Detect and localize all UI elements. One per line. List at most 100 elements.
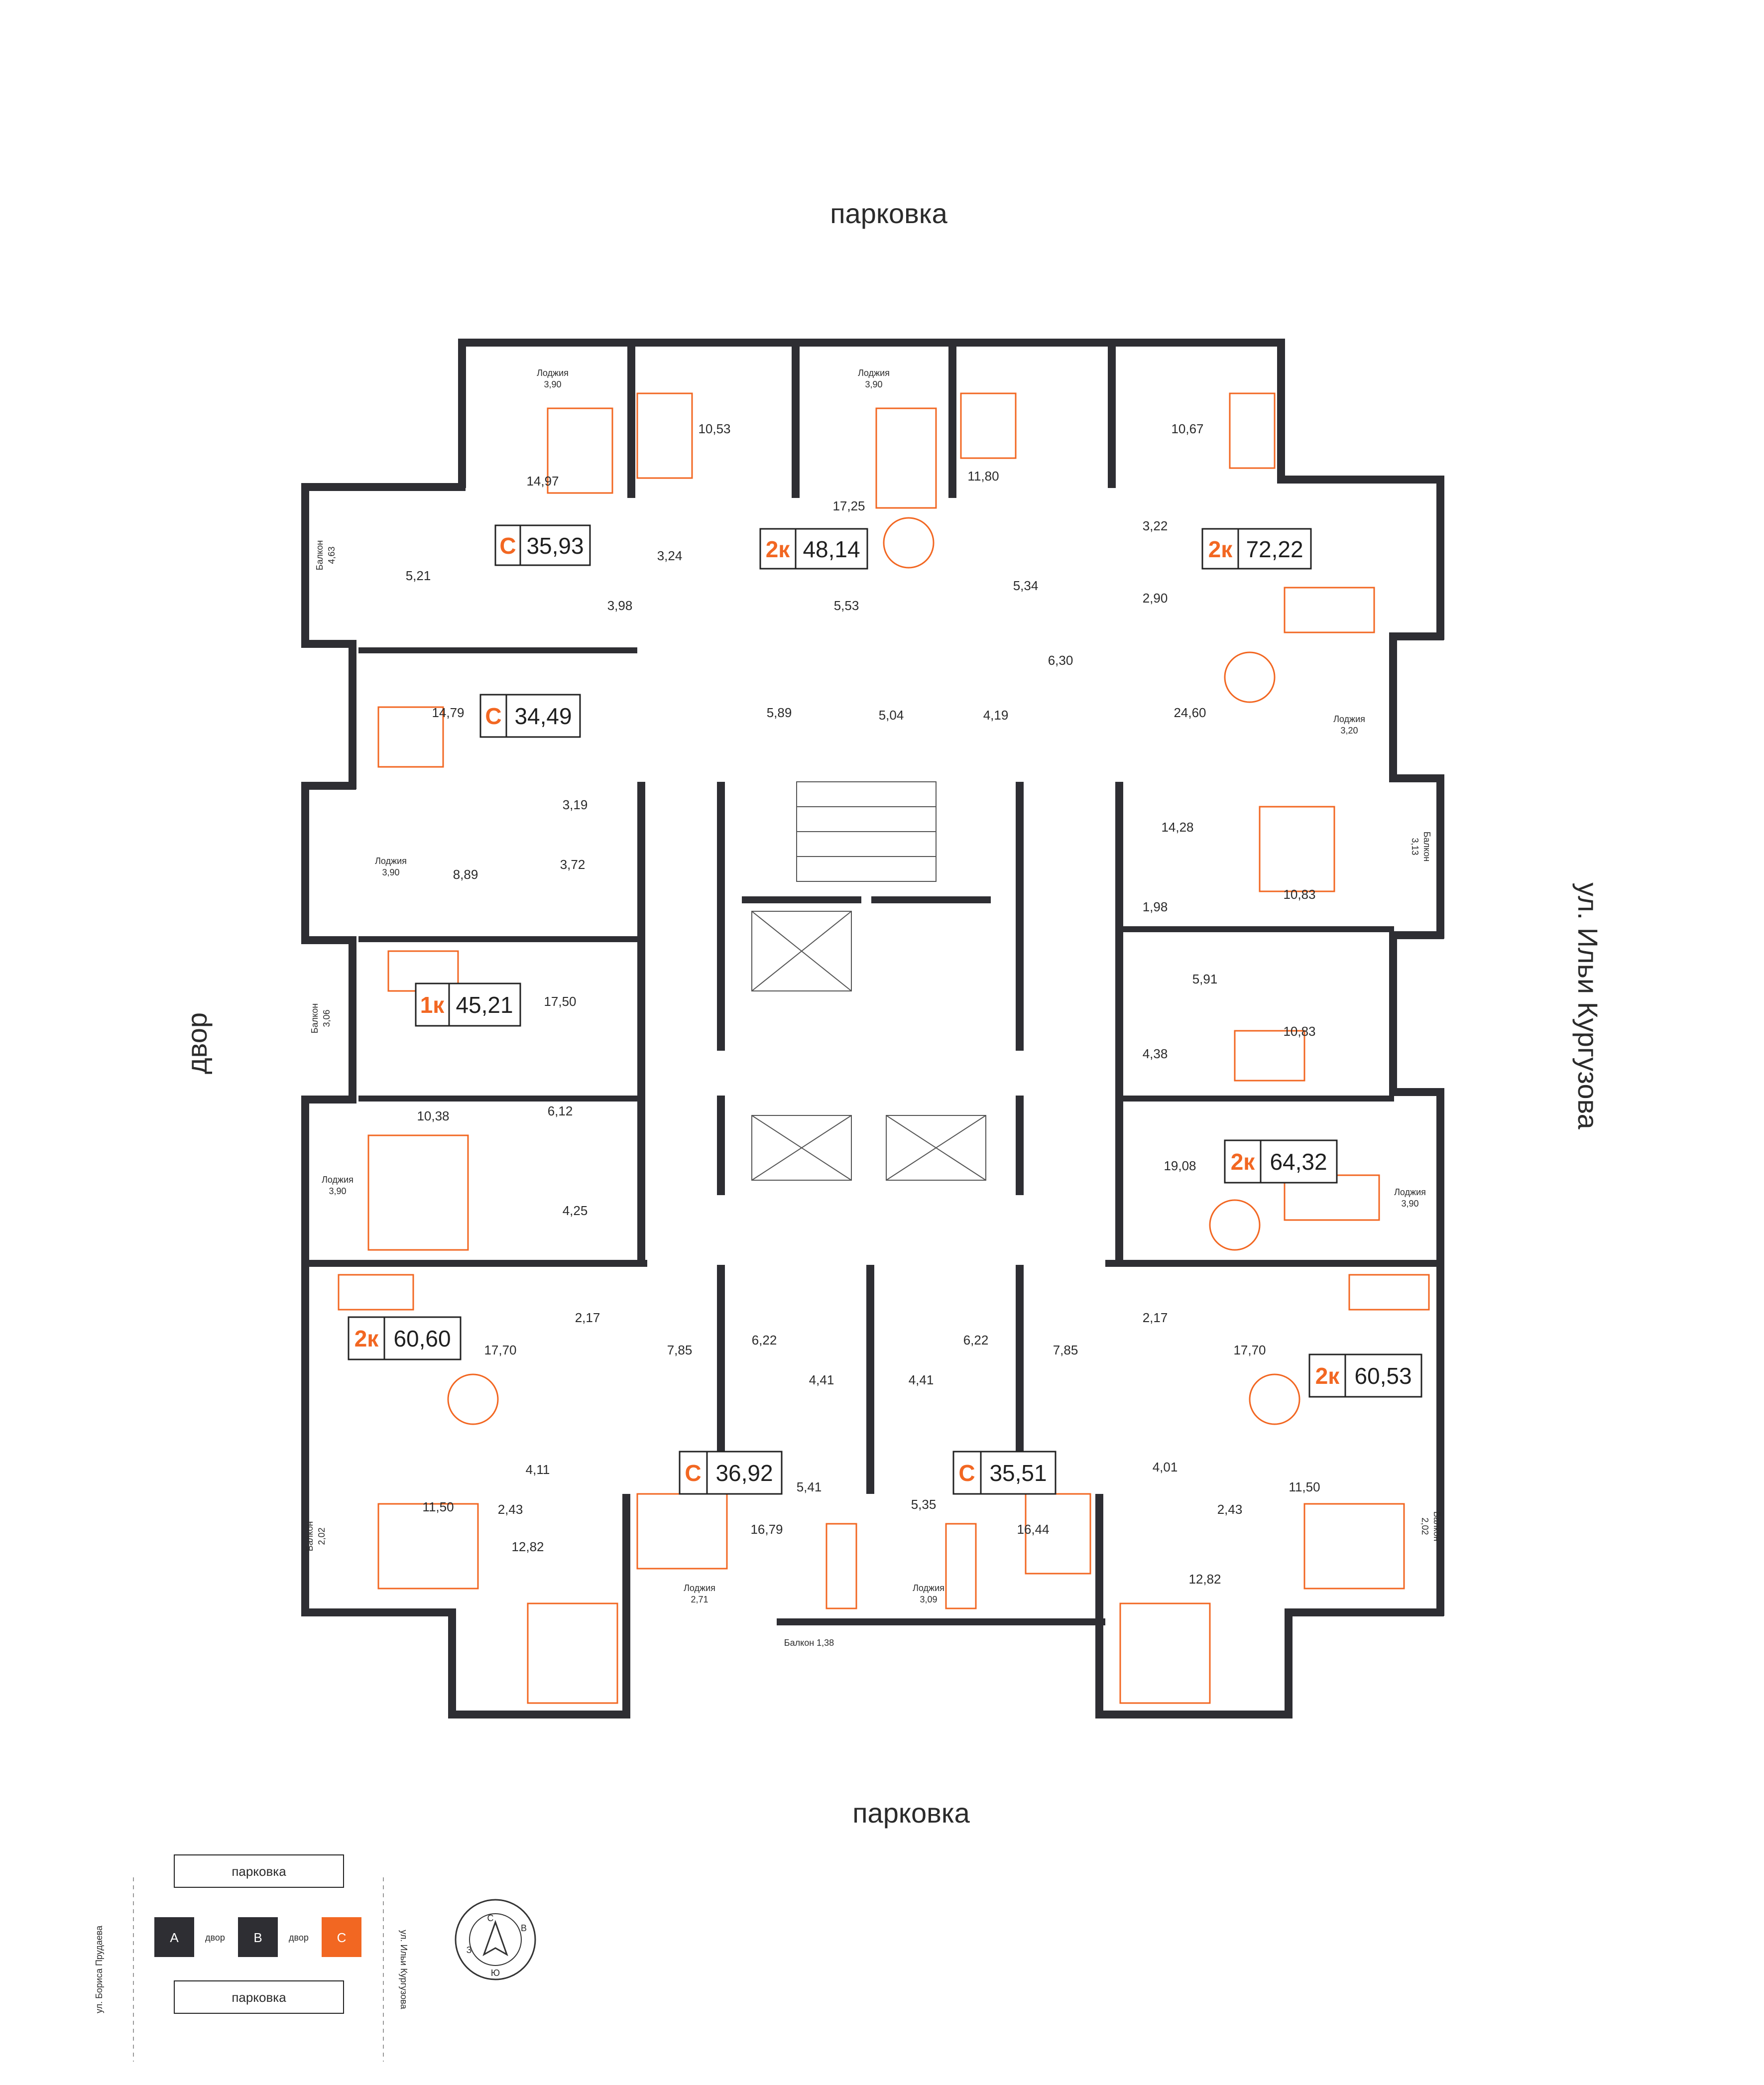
room-area: 4,11 [526,1462,550,1477]
label-bottom-parking: парковка [852,1797,970,1829]
label-right-street: ул. Ильи Кургузова [1572,882,1604,1129]
room-area: 7,85 [1053,1343,1078,1357]
svg-text:Балкон: Балкон [315,540,325,570]
svg-text:двор: двор [289,1933,309,1943]
furniture [338,392,1430,1704]
room-area: 17,70 [484,1343,516,1357]
site-legend: парковка парковка ул. Бориса Прудаева ул… [94,1854,409,2062]
room-area: 3,19 [563,797,588,812]
apartment-a5[interactable]: 1к 45,21 [415,982,521,1027]
apartment-a8[interactable]: 2к 60,53 [1308,1353,1422,1398]
svg-text:A: A [170,1930,179,1945]
room-area: 4,25 [563,1203,588,1218]
room-area: 16,44 [1017,1522,1049,1537]
svg-text:2к: 2к [1315,1363,1340,1389]
svg-text:Балкон: Балкон [310,1003,320,1033]
room-area: 14,28 [1161,820,1193,835]
svg-text:Лоджия: Лоджия [375,856,407,866]
apartment-a10[interactable]: С 35,51 [952,1451,1057,1495]
room-area: 16,79 [750,1522,783,1537]
apartment-a7[interactable]: 2к 60,60 [348,1316,462,1360]
svg-text:4,63: 4,63 [327,546,337,564]
room-area: 3,22 [1143,518,1168,533]
svg-text:парковка: парковка [232,1990,286,2005]
svg-text:З: З [467,1945,472,1955]
svg-text:60,60: 60,60 [393,1326,451,1351]
svg-text:1к: 1к [420,992,445,1018]
room-area: 7,85 [667,1343,693,1357]
room-area: 6,22 [752,1333,777,1348]
core [751,781,986,1181]
svg-text:Балкон: Балкон [1422,832,1432,861]
svg-text:двор: двор [205,1933,225,1943]
svg-text:3,90: 3,90 [865,379,882,389]
room-area: 4,19 [983,708,1009,723]
room-area: 24,60 [1174,705,1206,720]
svg-text:B: B [253,1930,262,1945]
apartment-labels: С 35,93 2к 48,14 2к 72,22 С 34,49 1к 45,… [348,524,1422,1495]
room-area: 3,24 [657,548,683,563]
svg-text:Балкон 1,38: Балкон 1,38 [784,1638,834,1648]
svg-text:36,92: 36,92 [715,1460,773,1486]
room-area: 14,79 [432,705,464,720]
room-area: 6,22 [963,1333,989,1348]
svg-text:Балкон: Балкон [305,1521,315,1551]
svg-text:3,20: 3,20 [1340,726,1358,736]
room-area: 4,41 [909,1372,934,1387]
room-area: 2,43 [498,1502,523,1517]
svg-text:2,02: 2,02 [317,1527,327,1545]
outdoor-labels: Лоджия 3,90 Лоджия 3,90 Балкон 4,63 Лодж… [305,368,1442,1648]
room-area: 6,12 [548,1104,573,1118]
apartment-a2[interactable]: 2к 48,14 [759,528,868,570]
svg-text:2,71: 2,71 [691,1594,708,1604]
room-area: 5,53 [834,598,859,613]
svg-text:С: С [487,1913,494,1923]
room-area: 17,25 [832,498,865,513]
apartment-a9[interactable]: С 36,92 [679,1451,783,1495]
room-area: 11,80 [967,469,999,484]
svg-text:2к: 2к [766,536,791,562]
room-area: 5,21 [406,568,431,583]
room-area: 3,72 [560,857,586,872]
room-area: 10,67 [1171,421,1203,436]
svg-text:3,06: 3,06 [322,1009,332,1027]
apartment-a4[interactable]: С 34,49 [479,694,581,738]
room-labels: 14,97 10,53 17,25 11,80 10,67 3,22 5,21 … [406,421,1320,1587]
svg-text:60,53: 60,53 [1354,1363,1411,1389]
room-area: 5,91 [1192,972,1218,986]
svg-text:64,32: 64,32 [1270,1149,1327,1175]
svg-text:48,14: 48,14 [803,536,860,562]
room-area: 14,97 [526,474,559,489]
room-area: 10,38 [417,1108,449,1123]
svg-text:С: С [958,1460,975,1486]
svg-text:2к: 2к [354,1326,379,1351]
svg-text:С: С [685,1460,701,1486]
apartment-a3[interactable]: 2к 72,22 [1201,528,1312,570]
room-area: 17,50 [544,994,576,1009]
svg-text:Ю: Ю [491,1968,500,1978]
svg-text:2,02: 2,02 [1420,1517,1430,1535]
apartment-a6[interactable]: 2к 64,32 [1224,1139,1338,1184]
svg-text:3,90: 3,90 [1401,1199,1418,1209]
svg-text:Лоджия: Лоджия [1333,714,1365,724]
svg-text:Лоджия: Лоджия [322,1175,353,1185]
room-area: 10,83 [1283,887,1315,902]
svg-text:2к: 2к [1208,536,1233,562]
apartment-a1[interactable]: С 35,93 [494,524,591,566]
room-area: 2,17 [575,1310,600,1325]
svg-text:3,90: 3,90 [329,1186,346,1196]
room-area: 5,89 [767,705,792,720]
svg-text:34,49: 34,49 [514,703,572,729]
svg-text:3,13: 3,13 [1410,838,1420,855]
room-area: 5,34 [1013,578,1039,593]
room-area: 10,83 [1283,1024,1315,1039]
room-area: 3,98 [607,598,633,613]
room-area: 12,82 [1188,1572,1221,1587]
label-left-yard: двор [181,1012,213,1074]
room-area: 2,43 [1217,1502,1243,1517]
room-area: 5,35 [911,1497,937,1512]
room-area: 2,90 [1143,591,1168,606]
room-area: 19,08 [1164,1158,1196,1173]
room-area: 11,50 [422,1499,454,1514]
